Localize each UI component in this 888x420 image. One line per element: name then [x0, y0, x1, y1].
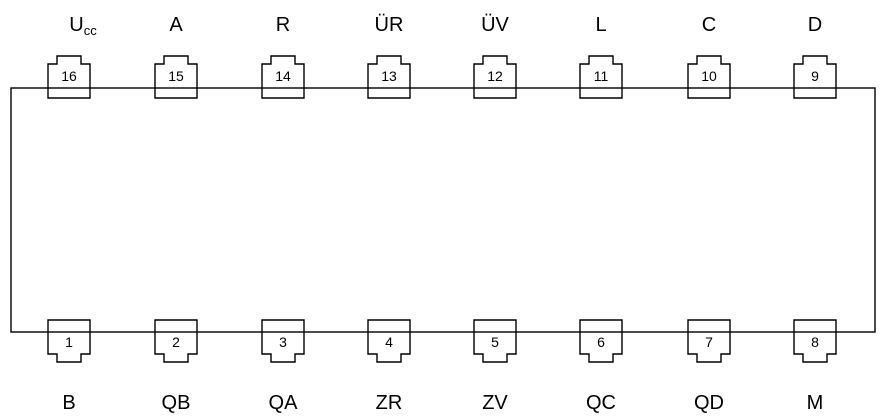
- pin-number: 5: [491, 334, 499, 350]
- pin-10: 10 C: [687, 14, 731, 99]
- pin-number: 13: [381, 68, 397, 84]
- pin-3-box: [261, 319, 305, 363]
- pin-number: 6: [597, 334, 605, 350]
- pin-11: 11 L: [579, 14, 623, 99]
- pin-12-box: [473, 55, 517, 99]
- pin-14: 14 R: [261, 14, 305, 99]
- pin-6-box: [579, 319, 623, 363]
- pin-4-box: [367, 319, 411, 363]
- pin-label: Ucc: [69, 14, 97, 38]
- pin-number: 7: [705, 334, 713, 350]
- pin-number: 12: [487, 68, 503, 84]
- pin-12: 12 ÜV: [473, 14, 517, 99]
- pin-number: 15: [168, 68, 184, 84]
- pin-9-box: [793, 55, 837, 99]
- pin-label: M: [807, 392, 824, 414]
- pin-label: ÜR: [375, 14, 404, 36]
- pin-16-box: [47, 55, 91, 99]
- pin-5-box: [473, 319, 517, 363]
- pin-label: D: [808, 14, 822, 36]
- pin-6: 6QC: [579, 319, 623, 414]
- pin-7-box: [687, 319, 731, 363]
- pin-label: L: [595, 14, 606, 36]
- pin-13: 13 ÜR: [367, 14, 411, 99]
- pin-label: QC: [586, 392, 616, 414]
- pin-3: 3QA: [261, 319, 305, 414]
- pin-8-box: [793, 319, 837, 363]
- pin-number: 8: [811, 334, 819, 350]
- pin-5: 5ZV: [473, 319, 517, 414]
- pin-number: 1: [65, 334, 73, 350]
- pin-number: 3: [279, 334, 287, 350]
- pin-2: 2QB: [154, 319, 198, 414]
- pin-15: 15 A: [154, 14, 198, 99]
- pin-label: ÜV: [481, 14, 509, 36]
- pin-number: 4: [385, 334, 393, 350]
- pin-number: 11: [594, 68, 609, 84]
- pin-9: 9D: [793, 14, 837, 99]
- pin-label-main: U: [69, 14, 83, 36]
- pin-label: ZV: [482, 392, 508, 414]
- pin-label: QA: [269, 392, 299, 414]
- pin-label: R: [276, 14, 290, 36]
- pin-label: QD: [694, 392, 724, 414]
- pin-1-box: [47, 319, 91, 363]
- pin-4: 4ZR: [367, 319, 411, 414]
- pin-15-box: [154, 55, 198, 99]
- pin-number: 9: [811, 68, 819, 84]
- pin-label: A: [169, 14, 183, 36]
- pin-13-box: [367, 55, 411, 99]
- pin-8: 8M: [793, 319, 837, 414]
- pin-1: 1B: [47, 319, 91, 414]
- pin-label: C: [702, 14, 716, 36]
- pin-number: 10: [701, 68, 717, 84]
- pin-7: 7QD: [687, 319, 731, 414]
- pin-number: 16: [61, 68, 77, 84]
- pin-11-box: [579, 55, 623, 99]
- pin-label: ZR: [376, 392, 403, 414]
- pin-number: 2: [172, 334, 180, 350]
- pin-label: B: [62, 392, 75, 414]
- pin-16: 16 Ucc: [47, 14, 97, 99]
- pin-2-box: [154, 319, 198, 363]
- pin-label-subscript: cc: [84, 23, 98, 38]
- pin-label: QB: [162, 392, 191, 414]
- pin-10-box: [687, 55, 731, 99]
- pin-14-box: [261, 55, 305, 99]
- pin-number: 14: [275, 68, 291, 84]
- chip-body: [10, 87, 876, 333]
